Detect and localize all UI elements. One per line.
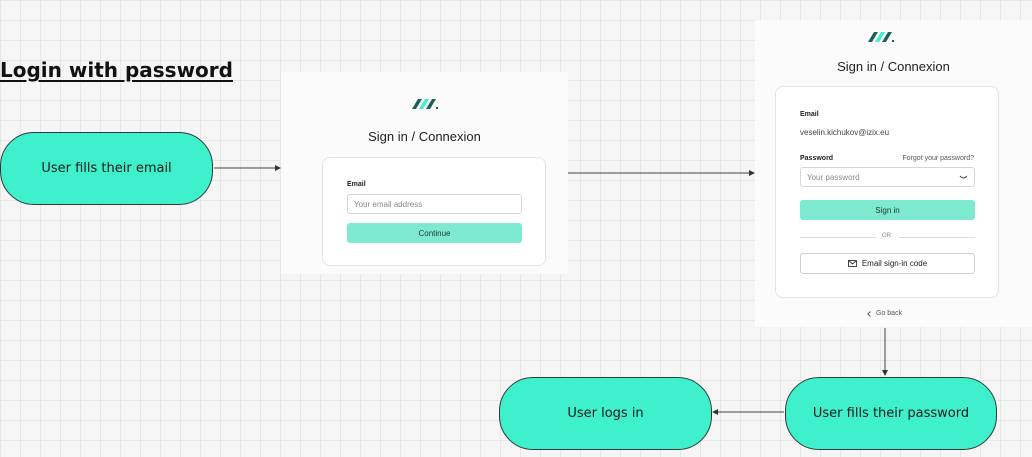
chevron-left-icon [867,310,871,317]
node-fill-password[interactable]: User fills their password [785,377,997,450]
go-back-link[interactable]: Go back [867,310,902,317]
forgot-password-link[interactable]: Forgot your password? [902,155,974,162]
email-label: Email [347,181,366,188]
screen-email-title: Sign in / Connexion [368,129,481,144]
mail-icon [847,260,857,267]
izix-logo-mark [412,99,438,109]
email-card: Email Your email address Continue [322,157,546,266]
screen-email-signin: Sign in / Connexion Email Your email add… [281,72,568,274]
diagram-title: Login with password [0,58,233,82]
node-logs-in[interactable]: User logs in [499,377,712,450]
divider-left [800,237,876,238]
node-fill-email-label: User fills their email [41,161,172,176]
node-fill-email[interactable]: User fills their email [0,132,213,205]
email-code-button[interactable]: Email sign-in code [800,253,975,274]
password-input-placeholder: Your password [807,172,860,182]
divider-right [899,237,975,238]
izix-logo-mark [868,32,894,42]
password-label: Password [800,155,834,162]
node-fill-password-label: User fills their password [812,406,970,421]
continue-button[interactable]: Continue [347,223,522,243]
email-label-2: Email [800,111,819,118]
screen-password-signin: Sign in / Connexion Email veselin.kichuk… [755,20,1032,327]
go-back-label: Go back [876,310,903,317]
continue-button-label: Continue [418,228,451,238]
password-input[interactable]: Your password [800,167,975,187]
email-input[interactable]: Your email address [347,194,522,214]
node-logs-in-label: User logs in [567,406,644,421]
password-card: Email veselin.kichukov@izix.eu Password … [775,86,999,298]
email-code-button-label: Email sign-in code [861,259,928,268]
izix-logo [411,97,439,115]
sign-in-button[interactable]: Sign in [800,200,975,220]
or-label: OR [882,233,891,239]
email-value: veselin.kichukov@izix.eu [800,128,890,137]
show-password-icon[interactable] [959,175,968,180]
email-input-placeholder: Your email address [354,199,423,209]
screen-password-title: Sign in / Connexion [837,59,950,74]
sign-in-button-label: Sign in [875,205,900,215]
izix-logo-2 [867,30,895,48]
